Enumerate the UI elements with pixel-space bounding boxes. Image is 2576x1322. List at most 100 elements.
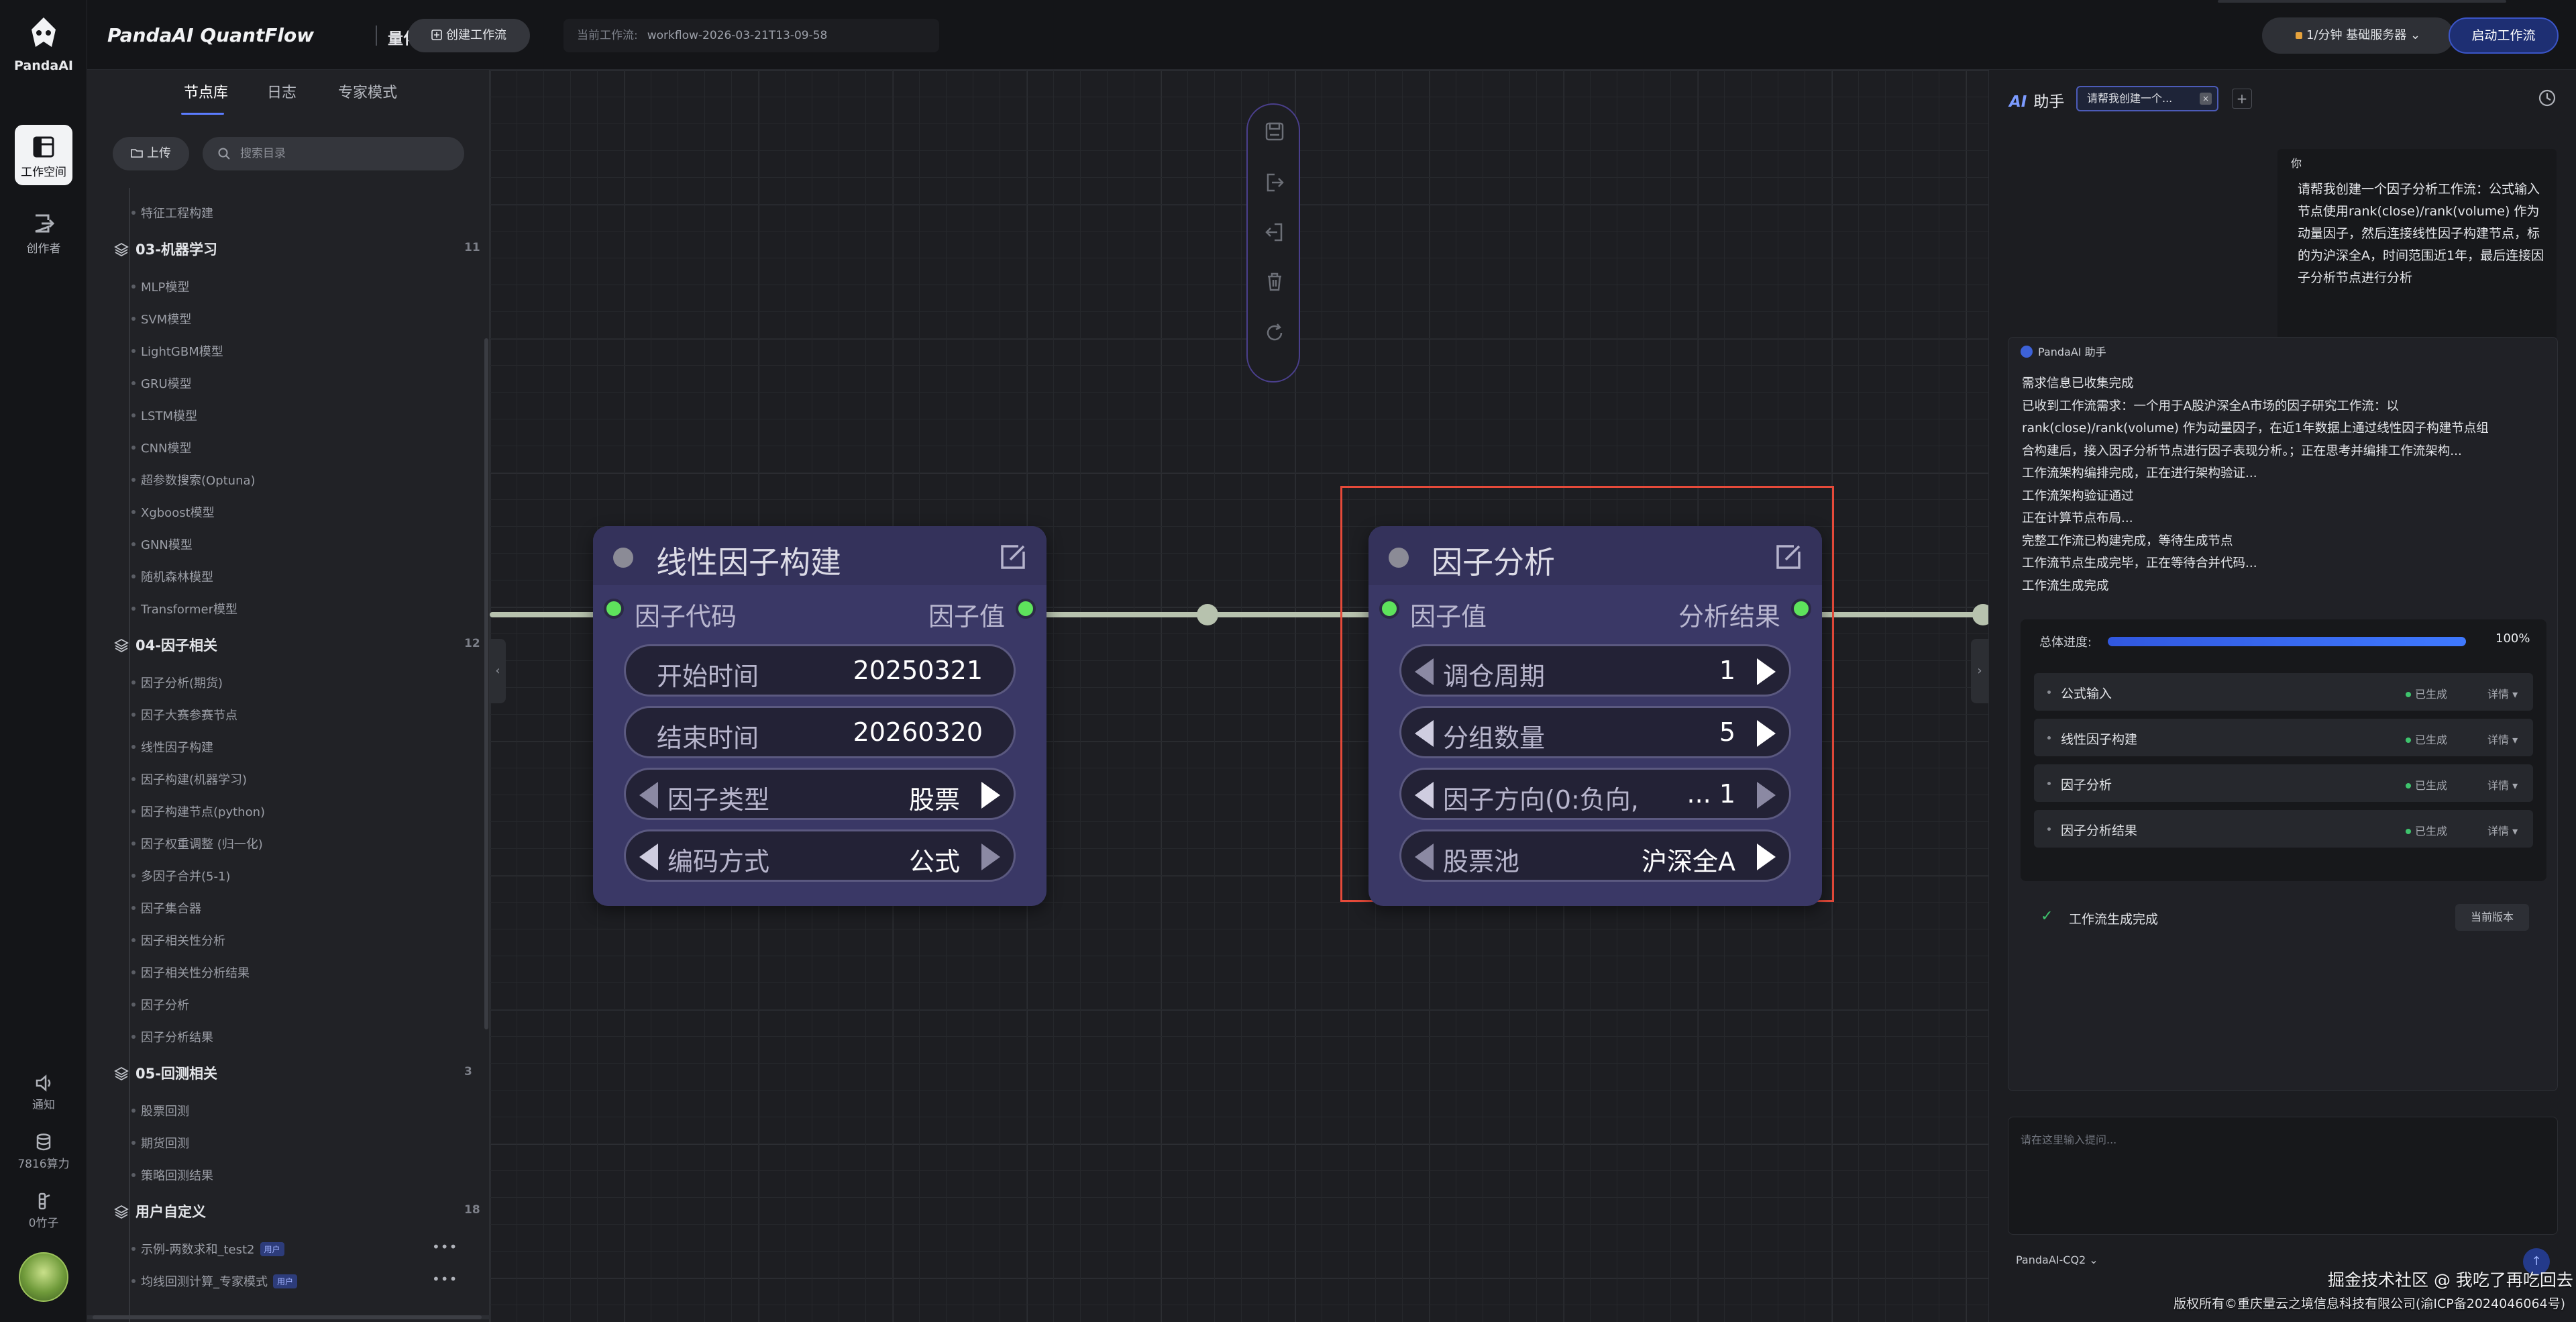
current-version-button[interactable]: 当前版本 xyxy=(2455,904,2529,931)
create-workflow-button[interactable]: 创建工作流 xyxy=(408,19,530,52)
tree-leaf[interactable]: 线性因子构建 xyxy=(131,738,213,756)
stage-row[interactable]: 因子分析已生成详情 ▾ xyxy=(2034,764,2533,802)
tree-leaf[interactable]: SVM模型 xyxy=(131,310,191,327)
prev-arrow-icon[interactable] xyxy=(1415,844,1434,870)
tree-leaf[interactable]: 随机森林模型 xyxy=(131,568,213,585)
library-search-input[interactable]: 搜索目录 xyxy=(203,137,464,170)
library-hscrollbar[interactable] xyxy=(87,1315,490,1319)
rail-notify[interactable]: 通知 xyxy=(0,1074,87,1112)
tree-group-custom[interactable]: 用户自定义 18 xyxy=(114,1201,480,1221)
close-icon[interactable]: × xyxy=(2200,93,2212,105)
tree-leaf[interactable]: MLP模型 xyxy=(131,278,189,295)
tree-leaf[interactable]: Xgboost模型 xyxy=(131,503,215,521)
tree-leaf[interactable]: 因子大赛参赛节点 xyxy=(131,706,237,723)
prev-arrow-icon[interactable] xyxy=(639,782,658,809)
factor-direction-stepper[interactable]: 因子方向(0:负向,... 1 xyxy=(1399,768,1791,820)
next-arrow-icon[interactable] xyxy=(981,782,1000,809)
tree-leaf[interactable]: 因子分析结果 xyxy=(131,1028,213,1046)
server-rate-selector[interactable]: 1/分钟 基础服务器 ⌄ xyxy=(2262,17,2454,54)
node-header[interactable]: 因子分析 xyxy=(1368,526,1822,585)
user-avatar[interactable] xyxy=(19,1252,68,1302)
chat-input[interactable]: 请在这里输入提问... xyxy=(2008,1117,2558,1235)
chat-session-tab[interactable]: 请帮我创建一个...× xyxy=(2076,86,2218,111)
tree-group-ml[interactable]: 03-机器学习 11 xyxy=(114,239,480,259)
export-icon[interactable] xyxy=(1260,168,1289,197)
output-port[interactable] xyxy=(1016,599,1036,619)
tree-leaf[interactable]: GRU模型 xyxy=(131,374,192,392)
tree-leaf[interactable]: 超参数搜索(Optuna) xyxy=(131,471,256,489)
decrement-arrow-icon[interactable] xyxy=(1415,658,1434,685)
next-arrow-icon[interactable] xyxy=(1757,844,1776,870)
import-icon[interactable] xyxy=(1260,217,1289,247)
tree-leaf[interactable]: 因子分析 xyxy=(131,996,189,1013)
stock-pool-select[interactable]: 股票池沪深全A xyxy=(1399,829,1791,882)
app-logo[interactable]: PandaAI xyxy=(0,15,87,73)
stage-detail-toggle[interactable]: 详情 ▾ xyxy=(2487,779,2518,792)
save-icon[interactable] xyxy=(1260,117,1289,146)
edit-icon[interactable] xyxy=(1774,542,1803,572)
tree-leaf[interactable]: GNN模型 xyxy=(131,536,193,553)
trash-icon[interactable] xyxy=(1260,267,1289,297)
start-workflow-button[interactable]: 启动工作流 xyxy=(2449,17,2559,54)
refresh-icon[interactable] xyxy=(1260,318,1289,348)
library-scrollbar[interactable] xyxy=(484,338,488,1029)
decrement-arrow-icon[interactable] xyxy=(1415,720,1434,747)
tree-leaf[interactable]: CNN模型 xyxy=(131,439,192,456)
more-options-icon[interactable]: ••• xyxy=(432,1271,458,1287)
send-button[interactable]: ↑ xyxy=(2523,1248,2550,1275)
stage-row[interactable]: 线性因子构建已生成详情 ▾ xyxy=(2034,719,2533,756)
factor-type-select[interactable]: 因子类型股票 xyxy=(624,768,1016,820)
tree-leaf[interactable]: 期货回测 xyxy=(131,1134,189,1152)
model-selector[interactable]: PandaAI-CQ2 ⌄ xyxy=(2016,1254,2098,1266)
tree-leaf[interactable]: 特征工程构建 xyxy=(131,204,213,221)
rail-compute[interactable]: 7816算力 xyxy=(0,1133,87,1171)
encoding-select[interactable]: 编码方式公式 xyxy=(624,829,1016,882)
collapse-right-button[interactable]: › xyxy=(1971,639,1988,703)
tree-leaf[interactable]: 因子相关性分析结果 xyxy=(131,964,250,981)
increment-arrow-icon[interactable] xyxy=(1757,720,1776,747)
decrement-arrow-icon[interactable] xyxy=(1415,782,1434,809)
tree-leaf[interactable]: 因子分析(期货) xyxy=(131,674,223,691)
more-options-icon[interactable]: ••• xyxy=(432,1239,458,1255)
tab-node-library[interactable]: 节点库 xyxy=(184,85,229,101)
collapse-left-button[interactable]: ‹ xyxy=(490,639,506,703)
node-header[interactable]: 线性因子构建 xyxy=(593,526,1046,585)
tree-leaf[interactable]: 因子权重调整 (归一化) xyxy=(131,835,263,852)
tree-leaf[interactable]: LSTM模型 xyxy=(131,407,197,424)
stage-detail-toggle[interactable]: 详情 ▾ xyxy=(2487,733,2518,746)
hscroll-thumb[interactable] xyxy=(93,1315,482,1319)
wire-midpoint-handle[interactable] xyxy=(1197,604,1218,625)
stage-row[interactable]: 公式输入已生成详情 ▾ xyxy=(2034,673,2533,711)
tree-leaf[interactable]: LightGBM模型 xyxy=(131,342,223,360)
tree-leaf[interactable]: 策略回测结果 xyxy=(131,1166,213,1184)
prev-arrow-icon[interactable] xyxy=(639,844,658,870)
rail-creator[interactable]: 创作者 xyxy=(15,201,72,262)
tree-leaf[interactable]: 因子构建节点(python) xyxy=(131,803,265,820)
stage-detail-toggle[interactable]: 详情 ▾ xyxy=(2487,825,2518,837)
tree-group-factor[interactable]: 04-因子相关 12 xyxy=(114,635,480,655)
new-chat-button[interactable]: + xyxy=(2232,89,2252,109)
tree-leaf[interactable]: 均线回测计算_专家模式用户 xyxy=(131,1272,298,1290)
tree-group-backtest[interactable]: 05-回测相关 3 xyxy=(114,1063,476,1083)
tab-expert-mode[interactable]: 专家模式 xyxy=(338,85,398,101)
stage-detail-toggle[interactable]: 详情 ▾ xyxy=(2487,688,2518,701)
rail-workspace[interactable]: 工作空间 xyxy=(15,125,72,185)
next-arrow-icon[interactable] xyxy=(981,844,1000,870)
tree-leaf[interactable]: 股票回测 xyxy=(131,1102,189,1119)
upload-button[interactable]: 上传 xyxy=(113,137,189,170)
increment-arrow-icon[interactable] xyxy=(1757,782,1776,809)
output-port[interactable] xyxy=(1791,599,1811,619)
tree-leaf[interactable]: Transformer模型 xyxy=(131,600,237,617)
increment-arrow-icon[interactable] xyxy=(1757,658,1776,685)
edit-icon[interactable] xyxy=(998,542,1028,572)
input-port[interactable] xyxy=(604,599,624,619)
stage-row[interactable]: 因子分析结果已生成详情 ▾ xyxy=(2034,810,2533,848)
